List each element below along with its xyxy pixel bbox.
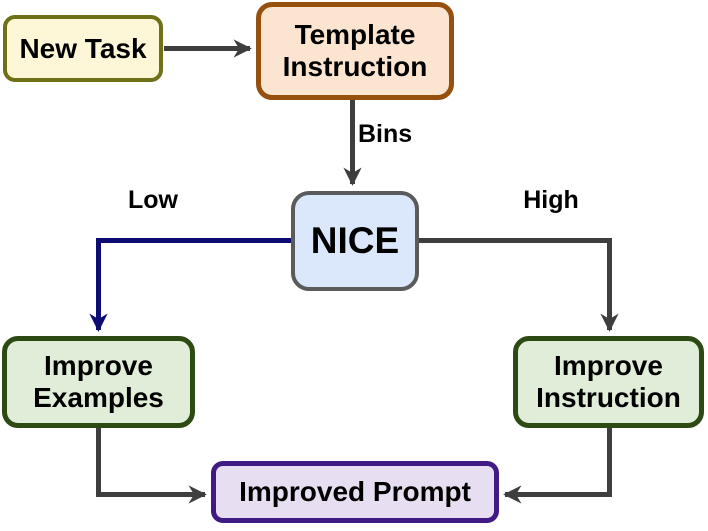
edge-improve-instruction-to-improved-prompt xyxy=(503,427,612,504)
node-improved-prompt: Improved Prompt xyxy=(211,461,499,523)
node-nice: NICE xyxy=(291,191,419,291)
node-improve-instruction: Improve Instruction xyxy=(513,336,704,428)
node-label: NICE xyxy=(310,219,400,261)
edge-improve-examples-to-improved-prompt xyxy=(96,427,207,504)
node-label: Improved Prompt xyxy=(239,476,471,508)
edge-nice-low-to-improve-examples xyxy=(89,238,293,332)
node-template-instruction: Template Instruction xyxy=(256,2,454,100)
edge-label-bins: Bins xyxy=(358,120,413,148)
edge-label-high: High xyxy=(523,186,579,214)
edge-label-low: Low xyxy=(128,186,178,214)
node-label: Template Instruction xyxy=(282,19,428,82)
node-label: Improve Examples xyxy=(33,350,164,413)
node-label: Improve Instruction xyxy=(536,350,681,413)
node-label: New Task xyxy=(19,32,147,64)
node-new-task: New Task xyxy=(3,15,163,82)
edge-nice-high-to-improve-instruction xyxy=(417,238,619,332)
node-improve-examples: Improve Examples xyxy=(2,336,195,428)
